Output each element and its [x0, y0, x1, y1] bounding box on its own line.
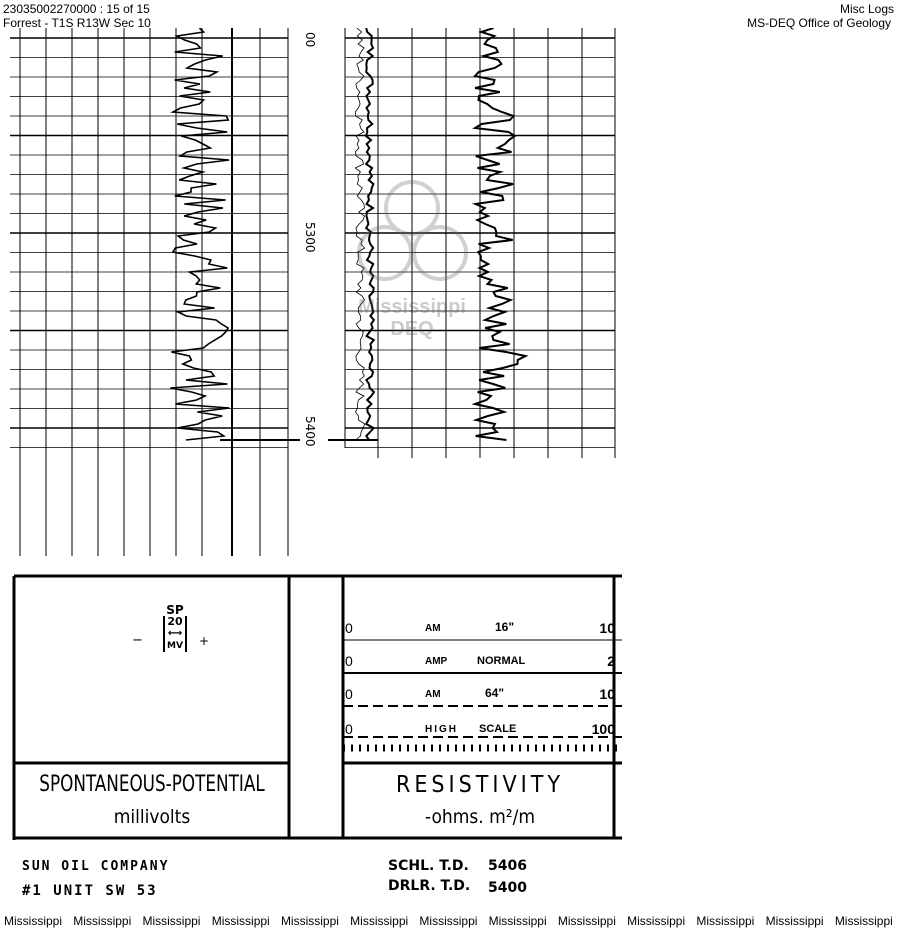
well-location: Forrest - T1S R13W Sec 10 [3, 16, 151, 30]
resistivity-16in-curve [364, 28, 376, 441]
well-unit: #1 UNIT SW 53 [22, 883, 158, 899]
footer-watermark-text: Mississippi [834, 914, 893, 928]
scale-min: 0 [345, 653, 353, 669]
resistivity-scale-row: 0 AM 16" 10 [345, 620, 615, 642]
sp-minus-sign: − [132, 633, 143, 648]
resistivity-panel-title: RESISTIVITY [395, 772, 565, 798]
resistivity-scale-row: 0 AMP NORMAL 2 [345, 653, 615, 675]
footer-watermark-text: Mississippi [280, 914, 339, 928]
curve-detail: 64" [485, 686, 505, 700]
footer-watermark-text: Mississippi [73, 914, 132, 928]
sp-plus-sign: + [199, 634, 210, 648]
document-id: 23035002270000 : 15 of 15 [3, 2, 150, 16]
sp-scale-value: 20 [167, 615, 183, 628]
resistivity-panel-subtitle: -ohms. m²/m [424, 806, 536, 828]
log-grid [10, 28, 616, 556]
watermark-text: DEQ [390, 318, 433, 340]
footer-watermark-text: Mississippi [765, 914, 824, 928]
resistivity-scale-row: 0 HIGH SCALE 100 [345, 721, 615, 743]
log-curves [170, 28, 529, 441]
scale-max: 2 [607, 653, 615, 669]
depth-label: 5400 [303, 416, 317, 447]
footer-watermark-text: Mississippi [4, 914, 63, 928]
sp-curve-label: SP [166, 603, 184, 617]
footer-watermark-text: Mississippi [142, 914, 201, 928]
curve-name: HIGH [425, 724, 458, 735]
well-log-chart: 00 5300 5400 Mississippi DEQ [10, 28, 616, 556]
scale-max: 100 [591, 721, 615, 737]
curve-name: AM [425, 689, 441, 700]
schl-td-value: 5406 [488, 858, 527, 874]
scale-min: 0 [345, 686, 353, 702]
sp-unit: MV [167, 641, 183, 651]
sp-curve [170, 28, 230, 441]
scale-min: 0 [345, 721, 353, 737]
resistivity-normal-curve [354, 28, 366, 441]
curve-name: AMP [425, 656, 448, 667]
scale-max: 10 [599, 620, 615, 636]
document-category: Misc Logs [839, 2, 894, 16]
scale-max: 10 [599, 686, 615, 702]
resistivity-64in-curve [471, 28, 529, 441]
footer-watermark: Mississippi Mississippi Mississippi Miss… [0, 914, 897, 928]
curve-name: AM [425, 623, 441, 634]
depth-label: 5300 [303, 222, 317, 253]
scale-min: 0 [345, 620, 353, 636]
sp-scale-legend: SP 20 ⟷ MV [150, 604, 200, 652]
footer-watermark-text: Mississippi [696, 914, 755, 928]
footer-watermark-text: Mississippi [211, 914, 270, 928]
watermark-text: Mississippi [358, 296, 466, 318]
company-name: SUN OIL COMPANY [22, 859, 170, 874]
footer-watermark-text: Mississippi [627, 914, 686, 928]
footer-watermark-text: Mississippi [557, 914, 616, 928]
depth-label: 00 [303, 32, 317, 47]
sp-panel-title: SPONTANEOUS-POTENTIAL [39, 772, 265, 797]
mdeq-watermark-logo: Mississippi DEQ [357, 180, 468, 340]
curve-detail: SCALE [479, 723, 517, 735]
curve-detail: NORMAL [477, 655, 526, 667]
footer-watermark-text: Mississippi [350, 914, 409, 928]
resistivity-scale-row: 0 AM 64" 10 [345, 686, 615, 708]
footer-watermark-text: Mississippi [488, 914, 547, 928]
footer-watermark-text: Mississippi [419, 914, 478, 928]
curve-detail: 16" [495, 620, 515, 634]
agency-name: MS-DEQ Office of Geology [747, 16, 891, 30]
sp-panel-subtitle: millivolts [113, 806, 191, 828]
log-heading-frame [12, 574, 622, 840]
drlr-td-value: 5400 [488, 880, 527, 896]
schl-td-label: SCHL. T.D. [388, 858, 469, 874]
drlr-td-label: DRLR. T.D. [388, 878, 471, 894]
double-arrow-icon: ⟷ [167, 628, 183, 639]
